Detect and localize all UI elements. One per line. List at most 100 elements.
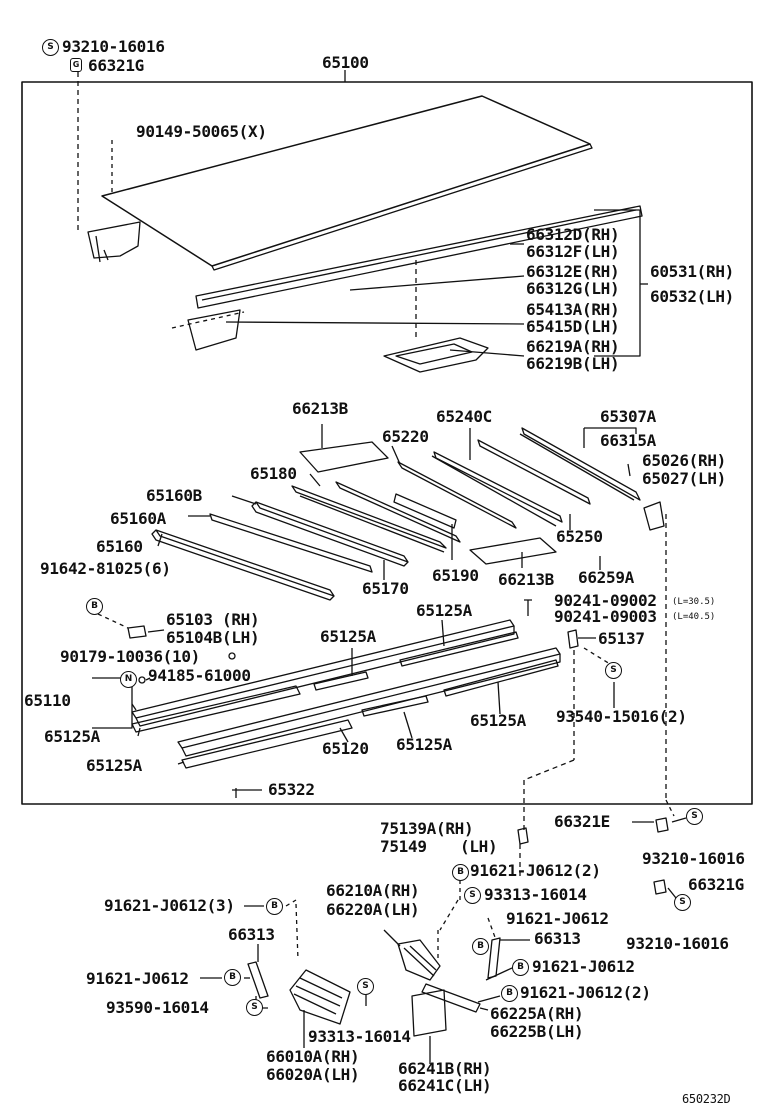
label-65104B: 65104B(LH): [166, 628, 260, 647]
rail-65120: [177, 647, 561, 749]
slat-65240C: [433, 451, 563, 523]
label-65110: 65110: [24, 691, 71, 710]
lower-bracket: [187, 309, 241, 351]
diagram-id: 650232D: [682, 1092, 731, 1106]
rail-65110-lower: [131, 685, 301, 733]
label-93540: 93540-15016(2): [556, 707, 687, 726]
label-65190: 65190: [432, 566, 479, 585]
slat-65190: [397, 461, 517, 529]
side-rail: [195, 205, 643, 309]
label-91621-3: 91621-J0612(3): [104, 896, 235, 915]
s-symbol-93210-low: S: [674, 894, 691, 911]
s-symbol-93313-b: S: [357, 978, 374, 995]
label-60531: 60531(RH): [650, 262, 734, 281]
b-symbol-91621-2: B: [452, 864, 469, 881]
label-94185: 94185-61000: [148, 666, 251, 685]
label-66321G-mid: 66321G: [688, 875, 744, 894]
label-66312F: 66312F(LH): [526, 242, 620, 261]
block-65190: [393, 493, 457, 529]
pad-66213B-bottom: [469, 537, 557, 565]
label-65027: 65027(LH): [642, 469, 726, 488]
pad-65125A-a: [399, 631, 519, 667]
cover-plate: [383, 337, 489, 373]
label-90149: 90149-50065(X): [136, 122, 267, 141]
pad-65125A-b: [313, 671, 369, 691]
label-65240C: 65240C: [436, 407, 492, 426]
label-65137: 65137: [598, 629, 645, 648]
b-symbol-91621-3: B: [266, 898, 283, 915]
s-symbol-93590: S: [246, 999, 263, 1016]
slat-65160A: [209, 513, 373, 573]
slat-65170: [335, 481, 461, 543]
hinge-66210A: [397, 939, 441, 981]
label-91621-c: 91621-J0612: [506, 909, 609, 928]
label-93590: 93590-16014: [106, 998, 209, 1017]
label-66315A: 66315A: [600, 431, 656, 450]
label-65125A-1: 65125A: [416, 601, 472, 620]
pad-65125A-d: [361, 695, 429, 717]
s-symbol-93210-mid: S: [686, 808, 703, 825]
slat-65250: [477, 439, 591, 505]
label-75149: 75149: [380, 837, 427, 856]
label-65125A-2: 65125A: [320, 627, 376, 646]
label-66241B: 66241B(RH): [398, 1059, 492, 1078]
top-left-bracket: [87, 221, 141, 259]
label-66321E: 66321E: [554, 812, 610, 831]
b-symbol-91621-c: B: [472, 938, 489, 955]
label-91642: 91642-81025(6): [40, 559, 171, 578]
label-65026: 65026(RH): [642, 451, 726, 470]
label-65120: 65120: [322, 739, 369, 758]
label-91621-2: 91621-J0612(2): [470, 861, 601, 880]
stay-66313-left: [247, 961, 269, 999]
label-90241-b: 90241-09003: [554, 607, 657, 626]
clip-65137: [567, 629, 579, 649]
label-66312E: 66312E(RH): [526, 262, 620, 281]
bracket-66225A: [421, 983, 481, 1013]
label-66213B-top: 66213B: [292, 399, 348, 418]
label-66210A: 66210A(RH): [326, 881, 420, 900]
label-65415D: 65415D(LH): [526, 317, 620, 336]
fastener-icon-top: G: [70, 58, 82, 72]
s-symbol-93540: S: [605, 662, 622, 679]
label-66225A: 66225A(RH): [490, 1004, 584, 1023]
label-66312G: 66312G(LH): [526, 279, 620, 298]
label-91621-d: 91621-J0612: [86, 969, 189, 988]
label-66213B-bottom: 66213B: [498, 570, 554, 589]
label-93210-top: 93210-16016: [62, 37, 165, 56]
label-65125A-5: 65125A: [86, 756, 142, 775]
slat-65307A: [521, 427, 641, 501]
pad-65125A-c: [443, 659, 559, 697]
label-90241-a: 90241-09002: [554, 591, 657, 610]
label-66225B: 66225B(LH): [490, 1022, 584, 1041]
label-90241-b-note: (L=40.5): [672, 612, 716, 622]
label-66020A: 66020A(LH): [266, 1065, 360, 1084]
label-65322: 65322: [268, 780, 315, 799]
label-90241-a-note: (L=30.5): [672, 597, 716, 607]
clip-66321E: [655, 817, 669, 833]
label-65125A-3: 65125A: [470, 711, 526, 730]
plate-66241B: [411, 989, 447, 1037]
label-65170: 65170: [362, 579, 409, 598]
label-65250: 65250: [556, 527, 603, 546]
label-66010A: 66010A(RH): [266, 1047, 360, 1066]
label-65125A-left: 65125A: [44, 727, 100, 746]
label-66219B: 66219B(LH): [526, 354, 620, 373]
rail-65120-lower: [181, 719, 353, 769]
label-65160B: 65160B: [146, 486, 202, 505]
label-66321G-top: 66321G: [88, 56, 144, 75]
label-90179: 90179-10036(10): [60, 647, 200, 666]
hinge-cover-66010A: [289, 969, 351, 1025]
label-65160A: 65160A: [110, 509, 166, 528]
b-symbol-91621-d: B: [224, 969, 241, 986]
label-65220: 65220: [382, 427, 429, 446]
n-symbol-94185: N: [120, 671, 137, 688]
pad-66213B-top: [299, 441, 389, 473]
slat-65160: [155, 529, 335, 597]
label-66313-a: 66313: [228, 925, 275, 944]
label-66312D: 66312D(RH): [526, 225, 620, 244]
label-66241C: 66241C(LH): [398, 1076, 492, 1095]
label-66220A: 66220A(LH): [326, 900, 420, 919]
label-65125A-4: 65125A: [396, 735, 452, 754]
